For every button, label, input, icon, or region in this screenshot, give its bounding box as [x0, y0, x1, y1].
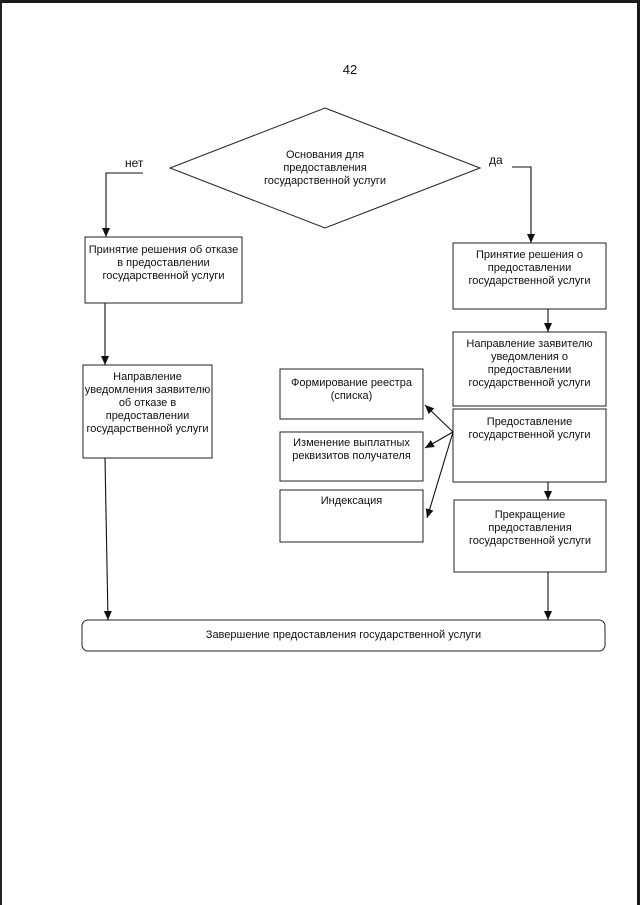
decision-text: Основания для предоставления государстве… — [264, 149, 386, 187]
refuse-notice-to-finish-arrow — [103, 457, 112, 621]
refuse-notice-box — [82, 364, 213, 459]
details-change-box — [279, 431, 424, 482]
indexation-text: Индексация — [320, 495, 383, 507]
page-frame-right — [637, 0, 640, 905]
service-box — [452, 408, 607, 483]
grant-notice-text: Направление заявителю уведомления о пред… — [466, 338, 593, 389]
no-branch-connector — [102, 172, 143, 237]
stop-box — [453, 499, 607, 573]
yes-label: да — [489, 153, 503, 167]
page-frame-top — [0, 0, 640, 3]
grant-decision-box — [452, 242, 607, 310]
page-number: 42 — [342, 62, 358, 77]
decision-diamond — [168, 107, 482, 229]
service-to-details-arrow — [424, 431, 454, 449]
registry-text: Формирование реестра (списка) — [291, 377, 412, 402]
refuse-decision-text: Принятие решения об отказе в предоставле… — [88, 244, 239, 282]
registry-box — [279, 368, 424, 420]
service-text: Предоставление государственной услуги — [468, 416, 591, 441]
yes-branch-connector — [512, 166, 535, 243]
grant-decision-text: Принятие решения о предоставлении госуда… — [468, 249, 591, 287]
page-frame-left — [0, 0, 2, 905]
details-change-text: Изменение выплатных реквизитов получател… — [292, 437, 411, 462]
refuse-notice-text: Направление уведомления заявителю об отк… — [84, 371, 211, 435]
service-to-registry-arrow — [424, 404, 454, 433]
finish-box — [81, 619, 606, 652]
indexation-box — [279, 489, 424, 543]
stop-text: Прекращение предоставления государственн… — [469, 509, 591, 547]
finish-text: Завершение предоставления государственно… — [205, 629, 482, 641]
grant-notice-box — [452, 331, 607, 407]
no-label: нет — [125, 156, 144, 170]
refuse-decision-box — [84, 236, 243, 304]
service-to-indexation-arrow — [425, 431, 454, 519]
